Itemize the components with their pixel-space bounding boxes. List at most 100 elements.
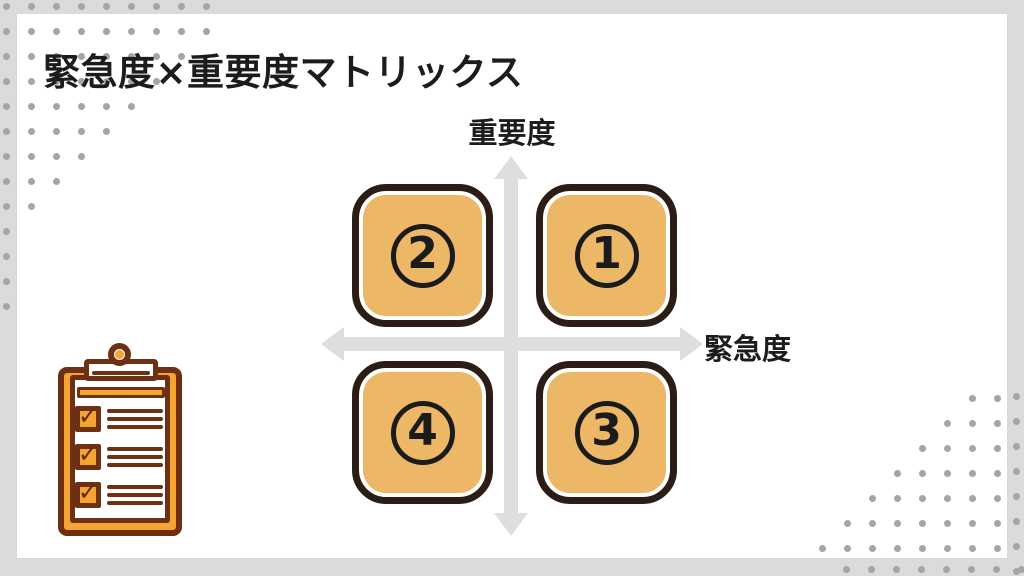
- dot: [943, 544, 951, 552]
- dot: [2, 277, 10, 285]
- checkbox-checked-icon: ✓: [75, 404, 101, 432]
- dot: [202, 2, 210, 10]
- dot: [2, 152, 10, 160]
- clipboard-clip-line: [92, 371, 150, 375]
- dot: [1012, 517, 1020, 525]
- dot: [27, 202, 35, 210]
- dot: [1017, 565, 1024, 573]
- checkbox-checked-icon: ✓: [75, 442, 101, 470]
- dot: [102, 2, 110, 10]
- dot: [2, 127, 10, 135]
- checklist-item: ✓: [75, 442, 167, 471]
- dot: [868, 519, 876, 527]
- clipboard-clip-knob-dot: [115, 350, 124, 359]
- dot: [868, 494, 876, 502]
- dot: [2, 177, 10, 185]
- dot: [2, 52, 10, 60]
- text-line: [107, 425, 163, 429]
- dot: [2, 227, 10, 235]
- arrow-right-icon: [680, 327, 703, 361]
- dot: [993, 519, 1001, 527]
- arrow-down-icon: [494, 513, 528, 536]
- text-line: [107, 447, 163, 451]
- arrow-up-icon: [494, 156, 528, 179]
- vertical-axis-label: 重要度: [468, 116, 556, 150]
- dot: [77, 102, 85, 110]
- dot: [1012, 392, 1020, 400]
- dot: [127, 2, 135, 10]
- dot: [918, 469, 926, 477]
- text-line: [107, 463, 163, 467]
- dot: [992, 565, 1000, 573]
- dot: [1012, 417, 1020, 425]
- dot: [918, 544, 926, 552]
- dot: [52, 127, 60, 135]
- dot: [818, 544, 826, 552]
- dot: [968, 469, 976, 477]
- dot: [77, 127, 85, 135]
- dot: [27, 52, 35, 60]
- dot: [77, 27, 85, 35]
- dot: [102, 52, 110, 60]
- dot: [843, 544, 851, 552]
- dot: [918, 444, 926, 452]
- dot: [27, 102, 35, 110]
- quadrant-4-box: 4: [352, 361, 493, 504]
- dot: [993, 469, 1001, 477]
- dot: [27, 77, 35, 85]
- checklist-item: ✓: [75, 480, 167, 509]
- dot: [993, 494, 1001, 502]
- dot: [868, 544, 876, 552]
- dot: [52, 77, 60, 85]
- dot: [102, 102, 110, 110]
- dot: [943, 419, 951, 427]
- arrow-left-icon: [321, 327, 344, 361]
- dot: [2, 252, 10, 260]
- dot: [77, 152, 85, 160]
- dot: [2, 27, 10, 35]
- dot: [152, 52, 160, 60]
- dot: [27, 177, 35, 185]
- circled-number-1: 1: [574, 223, 639, 288]
- text-line: [107, 409, 163, 413]
- dot: [918, 494, 926, 502]
- dot: [52, 177, 60, 185]
- dot: [893, 494, 901, 502]
- dot: [102, 27, 110, 35]
- text-line: [107, 417, 163, 421]
- dot: [993, 444, 1001, 452]
- clipboard-title-bar: [77, 387, 165, 398]
- dot: [177, 52, 185, 60]
- quadrant-3-box: 3: [536, 361, 677, 504]
- dot: [943, 444, 951, 452]
- dot: [968, 519, 976, 527]
- text-line: [107, 485, 163, 489]
- dot: [943, 469, 951, 477]
- dot: [917, 565, 925, 573]
- dot: [842, 565, 850, 573]
- dot: [77, 77, 85, 85]
- dot: [993, 394, 1001, 402]
- dot: [152, 27, 160, 35]
- text-line: [107, 493, 163, 497]
- dot: [993, 544, 1001, 552]
- dot: [152, 77, 160, 85]
- circled-number-2: 2: [390, 223, 455, 288]
- dot: [52, 2, 60, 10]
- dot: [127, 52, 135, 60]
- horizontal-axis-label: 緊急度: [704, 332, 792, 366]
- dot: [1012, 542, 1020, 550]
- dot: [1012, 467, 1020, 475]
- dot: [127, 27, 135, 35]
- dot: [127, 102, 135, 110]
- dot: [967, 565, 975, 573]
- dot: [2, 2, 10, 10]
- dot: [968, 419, 976, 427]
- dot: [1012, 442, 1020, 450]
- dot: [52, 152, 60, 160]
- dot: [1012, 492, 1020, 500]
- dot: [52, 27, 60, 35]
- checkbox-checked-icon: ✓: [75, 480, 101, 508]
- dot: [177, 27, 185, 35]
- dot: [52, 52, 60, 60]
